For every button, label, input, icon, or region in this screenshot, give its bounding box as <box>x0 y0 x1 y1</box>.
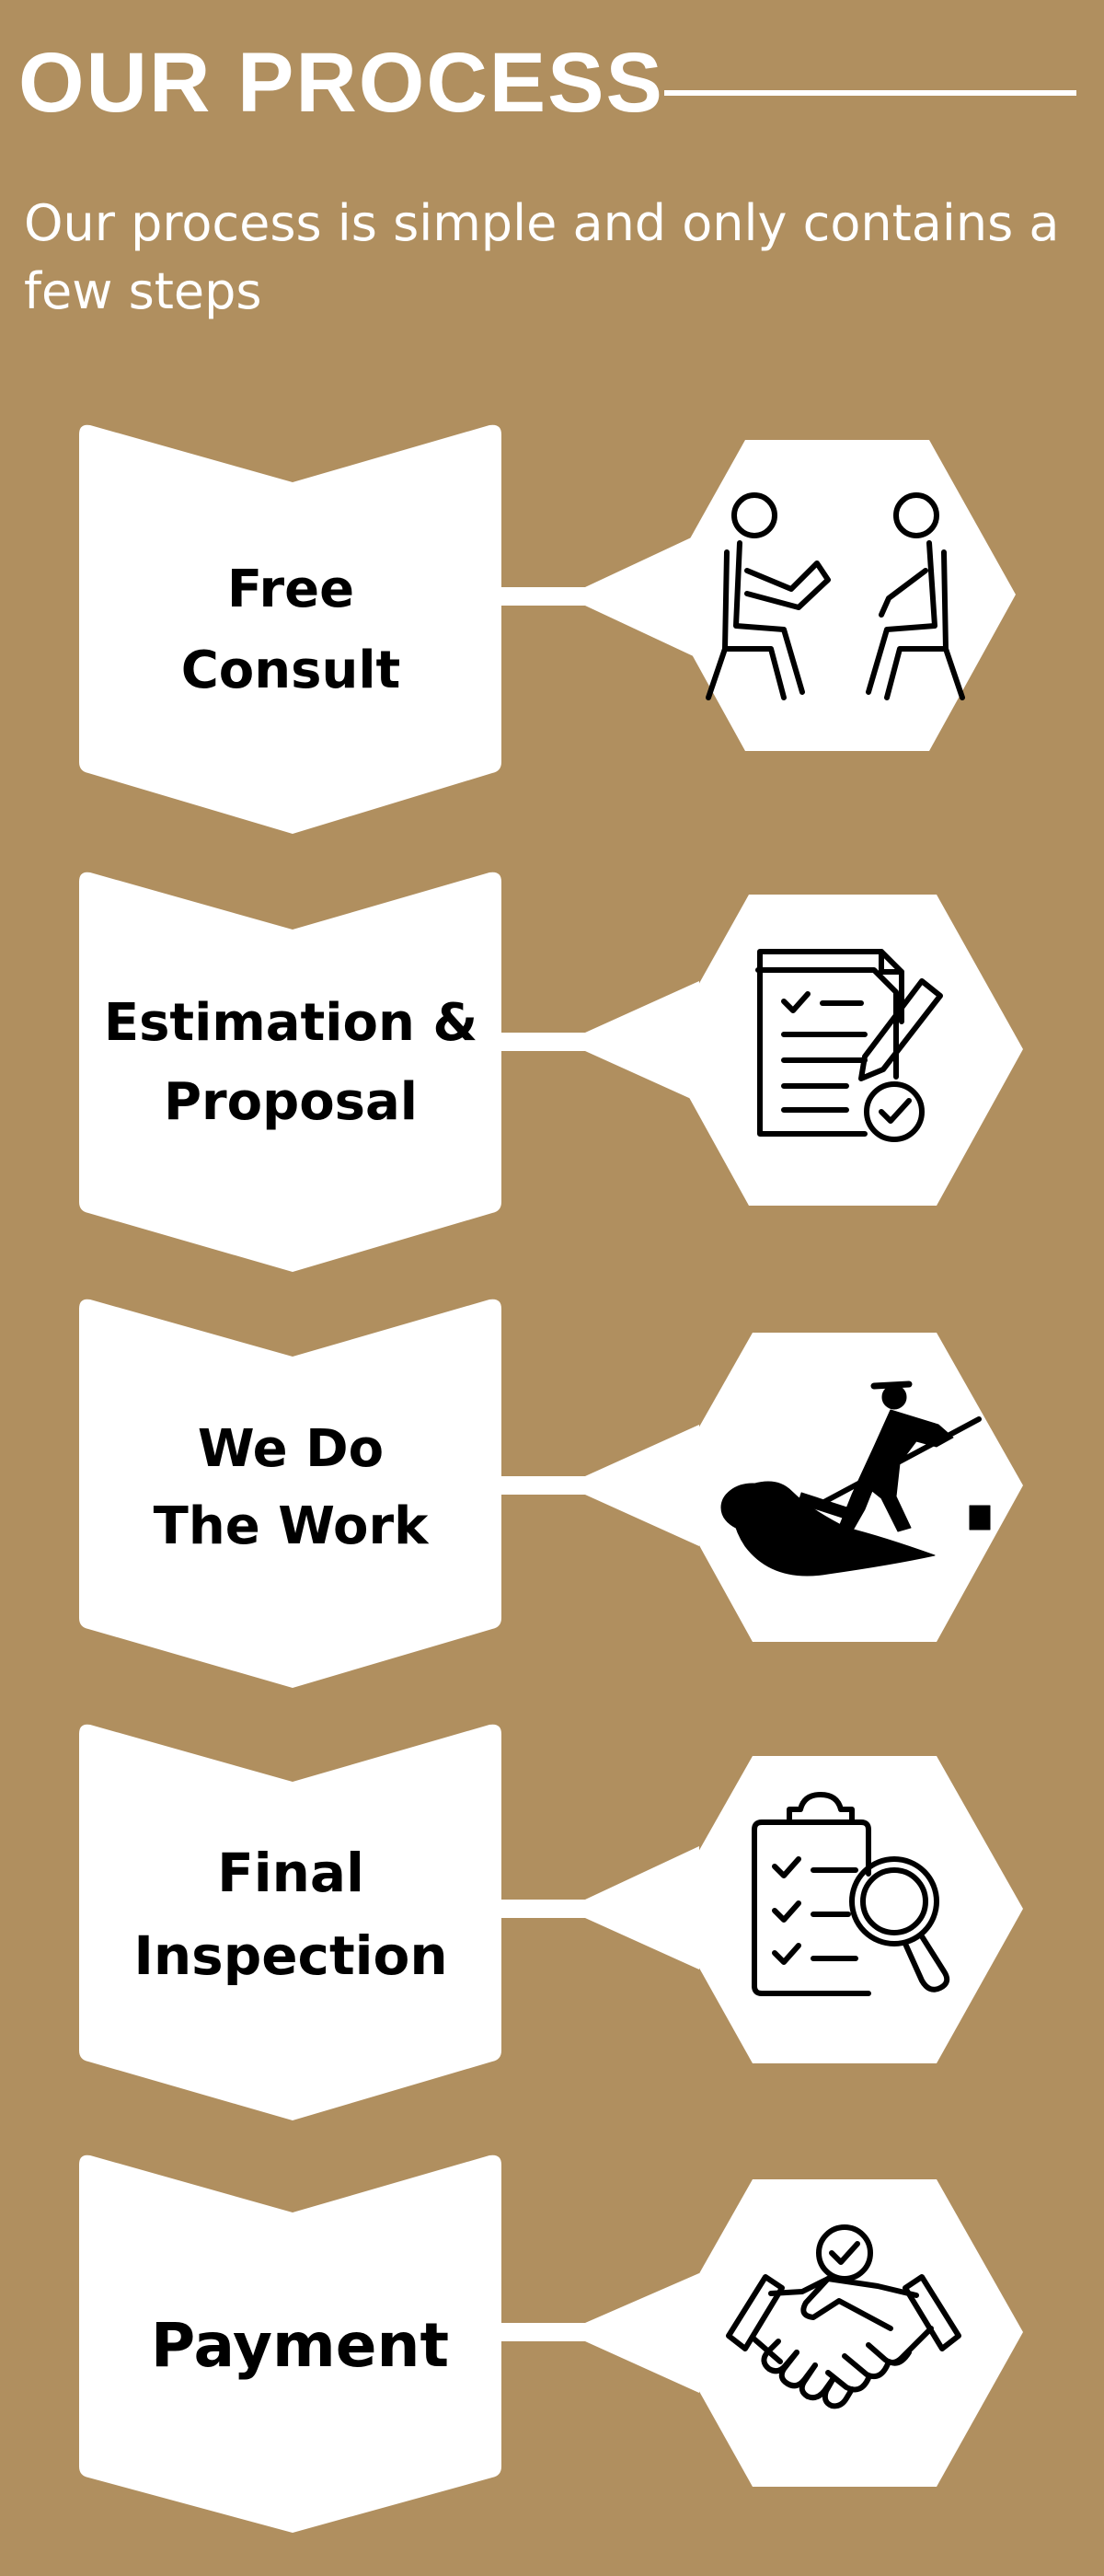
step-connector-taper <box>585 981 699 1103</box>
step-chevron-card <box>79 872 501 1272</box>
step-connector-taper <box>585 1846 699 1970</box>
step-hexagon <box>666 1333 1023 1642</box>
step-label: We Do The Work <box>79 1410 502 1566</box>
step-label-line: Inspection <box>133 1924 448 1987</box>
step-chevron-card <box>79 1299 501 1688</box>
step-label-line: Final <box>217 1842 364 1904</box>
step-label-line: The Work <box>153 1496 429 1556</box>
step-connector-taper <box>585 534 699 659</box>
step-hexagon <box>666 2179 1023 2487</box>
step-label: Payment <box>88 2279 512 2413</box>
step-label-line: Estimation & <box>103 993 478 1053</box>
page-subtitle: Our process is simple and only contains … <box>24 194 1060 320</box>
page-title: OUR PROCESS <box>18 36 664 130</box>
step-connector-taper <box>585 1425 699 1546</box>
step-label: Free Consult <box>79 552 502 709</box>
step-connector <box>497 1476 598 1495</box>
step-label: Estimation & Proposal <box>79 985 502 1141</box>
step-hexagon <box>662 895 1023 1206</box>
step-connector <box>497 1900 598 1918</box>
step-label-line: Free <box>226 560 355 619</box>
step-chevron-card <box>79 424 501 834</box>
step-chevron-card <box>79 2154 501 2533</box>
step-hexagon <box>659 440 1016 751</box>
step-label-line: Proposal <box>163 1072 418 1132</box>
title-divider <box>664 90 1076 96</box>
step-connector-taper <box>585 2273 699 2393</box>
step-connector <box>497 587 598 606</box>
step-label-line: Consult <box>180 641 401 700</box>
step-chevron-card <box>79 1724 501 2120</box>
step-label-line: We Do <box>197 1419 385 1479</box>
step-connector <box>497 2323 598 2341</box>
step-label-line: Payment <box>150 2310 450 2381</box>
step-connector <box>497 1033 598 1051</box>
step-label: Final Inspection <box>79 1831 502 1997</box>
